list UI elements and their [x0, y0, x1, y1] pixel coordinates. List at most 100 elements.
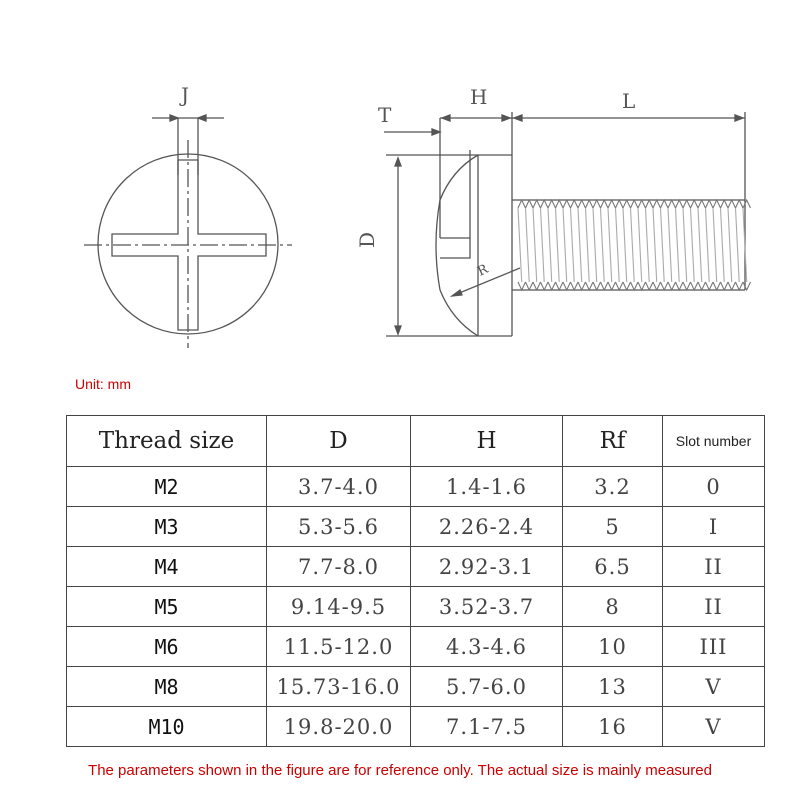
thread-tooth	[555, 198, 564, 209]
rf-cell: 8	[562, 586, 663, 627]
h-cell: 2.26-2.4	[410, 506, 563, 547]
thread-tooth	[667, 198, 676, 209]
thread-tooth	[570, 281, 579, 292]
thread-tooth	[727, 198, 736, 209]
slot-number-cell: I	[662, 506, 765, 547]
thread-tooth	[592, 198, 601, 209]
thread-line	[524, 207, 530, 283]
header-h: H	[410, 415, 563, 467]
thread-tooth	[600, 198, 609, 209]
thread-line	[719, 207, 725, 283]
thread-tooth	[622, 281, 631, 292]
thread-tooth	[712, 281, 721, 292]
thread-line	[704, 207, 710, 283]
h-cell: 2.92-3.1	[410, 546, 563, 587]
screw-head-top-view	[84, 114, 292, 348]
thread-line	[532, 207, 538, 283]
thread-tooth	[622, 198, 631, 209]
h-cell: 4.3-4.6	[410, 626, 563, 667]
thread-tooth	[607, 281, 616, 292]
thread-size-cell: M8	[66, 666, 267, 707]
thread-tooth	[630, 198, 639, 209]
header-d: D	[266, 415, 411, 467]
d-cell: 11.5-12.0	[266, 626, 411, 667]
thread-size-cell: M5	[66, 586, 267, 627]
table-header-row: Thread size D H Rf Slot number	[66, 415, 765, 467]
thread-tooth	[682, 281, 691, 292]
thread-tooth	[547, 281, 556, 292]
label-d: D	[355, 232, 379, 248]
thread-line	[674, 207, 680, 283]
header-thread-size: Thread size	[66, 415, 267, 467]
thread-line	[742, 207, 748, 283]
header-slot-number: Slot number	[662, 415, 765, 467]
slot-number-cell: III	[662, 626, 765, 667]
slot-number-cell: II	[662, 586, 765, 627]
thread-line	[712, 207, 718, 283]
thread-tooth	[532, 281, 541, 292]
thread-size-cell: M2	[66, 466, 267, 507]
thread-size-cell: M4	[66, 546, 267, 587]
thread-line	[697, 207, 703, 283]
d-cell: 9.14-9.5	[266, 586, 411, 627]
thread-tooth	[660, 281, 669, 292]
thread-tooth	[562, 198, 571, 209]
rf-cell: 5	[562, 506, 663, 547]
thread-tooth	[735, 281, 744, 292]
thread-tooth	[540, 281, 549, 292]
rf-cell: 13	[562, 666, 663, 707]
thread-line	[659, 207, 665, 283]
thread-tooth	[720, 281, 729, 292]
thread-tooth	[637, 198, 646, 209]
rf-cell: 16	[562, 706, 663, 747]
thread-size-cell: M10	[66, 706, 267, 747]
h-cell: 7.1-7.5	[410, 706, 563, 747]
thread-tooth	[570, 198, 579, 209]
header-rf: Rf	[562, 415, 663, 467]
thread-tooth	[697, 198, 706, 209]
rf-cell: 6.5	[562, 546, 663, 587]
label-j: J	[179, 83, 189, 107]
thread-tooth	[645, 281, 654, 292]
thread-tooth	[712, 198, 721, 209]
thread-line	[577, 207, 583, 283]
thread-size-cell: M3	[66, 506, 267, 547]
rf-cell: 3.2	[562, 466, 663, 507]
thread-line	[682, 207, 688, 283]
unit-label: Unit: mm	[75, 376, 131, 392]
slot-number-cell: 0	[662, 466, 765, 507]
thread-tooth	[690, 281, 699, 292]
thread-line	[539, 207, 545, 283]
thread-tooth	[517, 198, 526, 209]
screw-technical-drawing: J	[84, 83, 751, 348]
thread-tooth	[705, 281, 714, 292]
thread-line	[637, 207, 643, 283]
thread-line	[607, 207, 613, 283]
thread-tooth	[532, 198, 541, 209]
h-cell: 1.4-1.6	[410, 466, 563, 507]
thread-tooth	[547, 198, 556, 209]
thread-line	[592, 207, 598, 283]
d-cell: 3.7-4.0	[266, 466, 411, 507]
rf-cell: 10	[562, 626, 663, 667]
h-cell: 3.52-3.7	[410, 586, 563, 627]
thread-line	[517, 207, 523, 283]
d-cell: 15.73-16.0	[266, 666, 411, 707]
thread-tooth	[607, 198, 616, 209]
thread-line	[644, 207, 650, 283]
d-cell: 5.3-5.6	[266, 506, 411, 547]
thread-line	[622, 207, 628, 283]
thread-tooth	[525, 198, 534, 209]
footnote: The parameters shown in the figure are f…	[88, 762, 712, 779]
thread-tooth	[577, 198, 586, 209]
thread-line	[562, 207, 568, 283]
thread-line	[689, 207, 695, 283]
thread-tooth	[562, 281, 571, 292]
thread-tooth	[652, 198, 661, 209]
thread-line	[584, 207, 590, 283]
